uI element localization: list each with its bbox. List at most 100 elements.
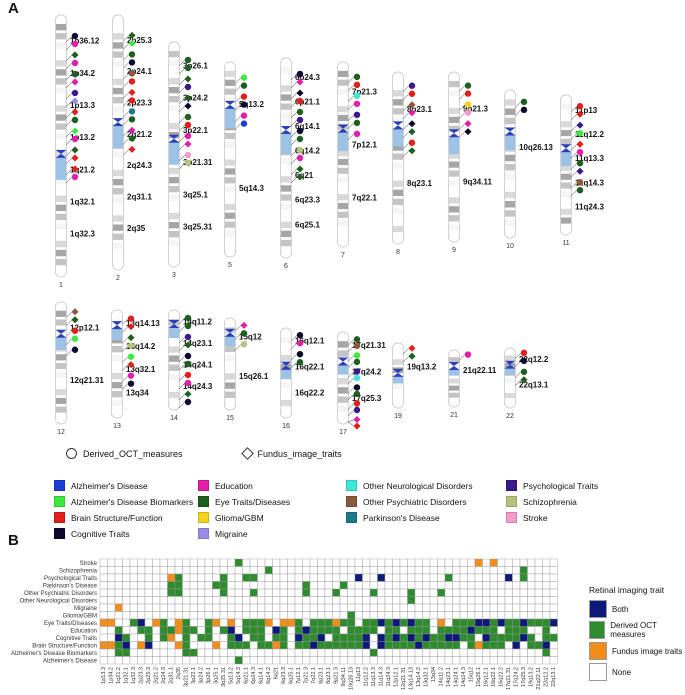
cytoband [281, 185, 291, 192]
heatmap-cell [249, 641, 258, 650]
heatmap-cell [182, 611, 191, 620]
heatmap-cell [264, 611, 273, 620]
heatmap-cell [279, 648, 288, 657]
cytoband [281, 121, 291, 128]
heatmap-cell [444, 641, 453, 650]
heatmap-cell [467, 558, 476, 567]
marker-connector [121, 383, 129, 390]
heatmap-cell [99, 566, 108, 575]
marker-connector [65, 319, 73, 326]
cytoband [225, 364, 235, 371]
marker-connector [234, 123, 242, 130]
fundus-marker [408, 128, 416, 136]
heatmap-cell [227, 618, 236, 627]
marker-connector [65, 43, 73, 51]
oct-marker [184, 151, 192, 159]
heatmap-column-label: 8p23.1 [318, 667, 324, 684]
heatmap-cell [369, 596, 378, 605]
marker-connector [347, 421, 355, 427]
heatmap-cell [204, 618, 213, 627]
heterochromatin-region [56, 157, 66, 180]
heatmap-cell [294, 611, 303, 620]
oct-marker [464, 101, 472, 108]
heatmap-cell [437, 626, 446, 635]
heatmap-cell [152, 618, 161, 627]
heatmap-cell [527, 618, 536, 627]
heatmap-cell [384, 581, 393, 590]
cytoband [281, 103, 291, 110]
oct-marker [71, 327, 79, 334]
heatmap-cell [519, 596, 528, 605]
heatmap-cell [384, 588, 393, 597]
heatmap-column-label: 1q32.3 [131, 667, 137, 684]
cytoband [449, 125, 459, 132]
heatmap-cell [129, 656, 138, 665]
marker-connector [290, 176, 298, 184]
heatmap-cell [302, 603, 311, 612]
cytoband [113, 242, 123, 250]
heatmap-cell [474, 641, 483, 650]
oct-marker [353, 352, 361, 359]
heatmap-cell [347, 596, 356, 605]
cytoband [338, 106, 348, 113]
heatmap-cell [279, 588, 288, 597]
marker-connector [458, 112, 466, 119]
marker-connector [347, 122, 355, 129]
cytoband [281, 346, 291, 353]
cytoband [281, 212, 291, 219]
marker-connector [514, 379, 522, 386]
heatmap-cell [392, 626, 401, 635]
marker-connector [458, 104, 466, 111]
heatmap-cell [414, 573, 423, 582]
band-label: 1p13.2 [70, 133, 95, 142]
oct-marker [520, 368, 528, 375]
oct-marker [128, 135, 136, 142]
heatmap-cell [444, 603, 453, 612]
heatmap-cell [264, 581, 273, 590]
heatmap-cell [212, 573, 221, 582]
heatmap-cell [332, 633, 341, 642]
heatmap-cell [144, 558, 153, 567]
marker-connector [290, 130, 298, 138]
band-label: 3q25.1 [183, 190, 208, 199]
heatmap-column-label: 2p23.3 [138, 667, 144, 684]
color-swatch [198, 496, 209, 507]
marker-connector [65, 62, 73, 70]
heatmap-cell [347, 648, 356, 657]
centromere [504, 127, 516, 136]
chromosome-number: 12 [57, 429, 65, 436]
heatmap-cell [542, 656, 551, 665]
heatmap-cell [302, 626, 311, 635]
chromosome-number: 5 [228, 262, 232, 269]
cytoband [225, 97, 235, 104]
marker-connector [178, 374, 186, 382]
heatmap-cell [197, 618, 206, 627]
heatmap-cell [459, 611, 468, 620]
heatmap-cell [534, 648, 543, 657]
heatmap-cell [197, 588, 206, 597]
heatmap-cell [534, 626, 543, 635]
cytoband [225, 382, 235, 389]
heatmap-cell [167, 648, 176, 657]
heatmap-cell [159, 558, 168, 567]
marker-connector [290, 73, 298, 81]
fundus-marker [127, 334, 135, 342]
heatmap-cell [542, 596, 551, 605]
heatmap-cell [242, 626, 251, 635]
cytoband [56, 222, 66, 230]
band-label: 13q32.1 [126, 365, 156, 374]
heatmap-cell [309, 633, 318, 642]
heatmap-cell [197, 566, 206, 575]
cytoband [112, 346, 122, 353]
fundus-marker [408, 120, 416, 128]
marker-connector [65, 54, 73, 62]
heatmap-cell [459, 626, 468, 635]
band-label: 13q34 [126, 388, 149, 397]
heatmap-cell [287, 603, 296, 612]
oct-marker [520, 349, 528, 356]
heatmap-cell [437, 581, 446, 590]
color-legend-label: Eye Traits/Diseases [215, 496, 291, 507]
color-legend-label: Other Psychiatric Disorders [363, 496, 467, 507]
oct-marker [128, 78, 136, 85]
cytoband [449, 170, 459, 177]
